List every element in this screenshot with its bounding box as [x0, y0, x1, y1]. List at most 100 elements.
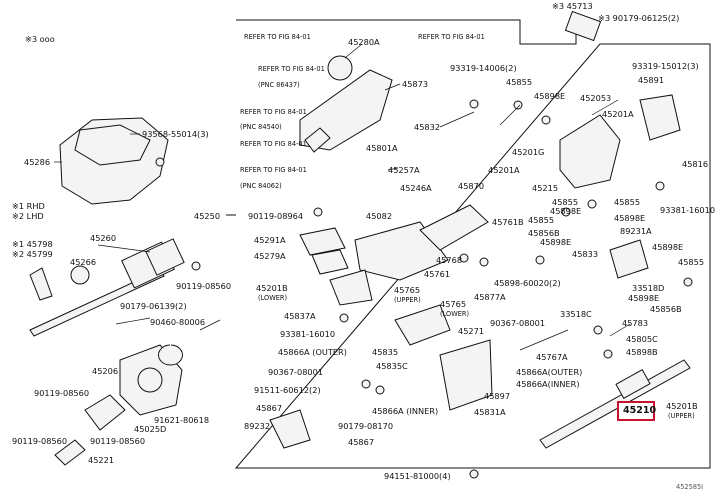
part-label-91511-60612[interactable]: 91511-60612(2)	[254, 385, 321, 395]
part-label-45210[interactable]: 45210	[623, 405, 657, 416]
intermediate-shaft-drawing	[29, 238, 185, 337]
part-label-45286[interactable]: 45286	[24, 157, 51, 167]
refer-fig-note: REFER TO FIG 84-01	[240, 108, 307, 116]
part-label-45082[interactable]: 45082	[366, 211, 393, 221]
part-label-45873[interactable]: 45873	[402, 79, 429, 89]
part-label-45897[interactable]: 45897	[484, 391, 511, 401]
part-label-45291a[interactable]: 45291A	[254, 235, 286, 245]
part-label-45855[interactable]: 45855	[506, 77, 533, 87]
part-label-45280a[interactable]: 45280A	[348, 37, 380, 47]
part-label-45891[interactable]: 45891	[638, 75, 665, 85]
part-label-45025d[interactable]: 45025D	[134, 424, 167, 434]
part-label-45266[interactable]: 45266	[70, 257, 97, 267]
part-label-45866a-outer[interactable]: 45866A (OUTER)	[278, 347, 347, 357]
part-label-45833[interactable]: 45833	[572, 249, 599, 259]
part-label-90119-08560[interactable]: 90119-08560	[176, 281, 232, 291]
part-label-45816[interactable]: 45816	[682, 159, 709, 169]
part-label-90179-08170[interactable]: 90179-08170	[338, 421, 394, 431]
part-label-45870[interactable]: 45870	[458, 181, 485, 191]
part-label-45898-60020[interactable]: 45898-60020(2)	[494, 278, 561, 288]
part-label-33518d[interactable]: 33518D	[632, 283, 665, 293]
part-label-45767[interactable]: 45867	[348, 437, 375, 447]
part-label-45215[interactable]: 45215	[532, 183, 559, 193]
part-label-45257a[interactable]: 45257A	[388, 165, 420, 175]
part-label-45260[interactable]: 45260	[90, 233, 117, 243]
part-label-45201a[interactable]: 45201A	[488, 165, 520, 175]
part-label-45866a-inner[interactable]: 45866A(INNER)	[516, 379, 580, 389]
part-label-94151-81000[interactable]: 94151-81000(4)	[384, 471, 451, 481]
highlighted-part-box[interactable]: 45210	[617, 401, 657, 421]
part-label-45201b[interactable]: 45201B	[666, 401, 698, 411]
pnc-note: (PNC 84062)	[240, 182, 282, 190]
refer-fig-note: REFER TO FIG 84-01	[418, 33, 485, 41]
part-label-45713[interactable]: ※3 45713	[552, 1, 593, 11]
part-label-93381-16010[interactable]: 93381-16010	[660, 205, 716, 215]
part-label-45877a[interactable]: 45877A	[474, 292, 506, 302]
part-label-45250[interactable]: 45250	[194, 211, 221, 221]
part-label-45271[interactable]: 45271	[458, 326, 485, 336]
part-label-45765[interactable]: 45765	[394, 285, 421, 295]
part-label-45279a[interactable]: 45279A	[254, 251, 286, 261]
part-label-93568-55014[interactable]: 93568-55014(3)	[142, 129, 209, 139]
part-label-45761b[interactable]: 45761B	[492, 217, 524, 227]
part-label-45831a[interactable]: 45831A	[474, 407, 506, 417]
part-label-93319-14006[interactable]: 93319-14006(2)	[450, 63, 517, 73]
part-label-33518c[interactable]: 33518C	[560, 309, 592, 319]
part-label-93381-16010[interactable]: 93381-16010	[280, 329, 336, 339]
part-label-89231a[interactable]: 89231A	[620, 226, 652, 236]
part-label-45898e[interactable]: 45898E	[614, 213, 646, 223]
part-label-45799[interactable]: ※2 45799	[12, 249, 53, 259]
part-label-45805c[interactable]: 45805C	[626, 334, 658, 344]
part-label-45866a-outer[interactable]: 45866A(OUTER)	[516, 367, 583, 377]
part-label-90119-08560[interactable]: 90119-08560	[12, 436, 68, 446]
part-label-45783[interactable]: 45783	[622, 318, 649, 328]
part-label-93319-15012[interactable]: 93319-15012(3)	[632, 61, 699, 71]
part-label-45768[interactable]: 45768	[436, 255, 463, 265]
part-label-45767a[interactable]: 45767A	[536, 352, 568, 362]
part-label-45798[interactable]: ※1 45798	[12, 239, 53, 249]
part-label-45867[interactable]: 45867	[256, 403, 283, 413]
part-label-45201a[interactable]: 45201A	[602, 109, 634, 119]
part-label-45898e[interactable]: 45898E	[534, 91, 566, 101]
part-label-45898e[interactable]: 45898E	[652, 242, 684, 252]
part-label-90179-06125[interactable]: ※3 90179-06125(2)	[598, 13, 680, 23]
part-label-45835c[interactable]: 45835C	[376, 361, 408, 371]
part-label-45837a[interactable]: 45837A	[284, 311, 316, 321]
part-label-45855[interactable]: 45855	[528, 215, 555, 225]
part-label-90460-80006[interactable]: 90460-80006	[150, 317, 206, 327]
part-label-45898e[interactable]: 45898E	[628, 293, 660, 303]
part-label-45801a[interactable]: 45801A	[366, 143, 398, 153]
part-label-45898e[interactable]: 45898E	[550, 206, 582, 216]
part-label-45201b[interactable]: 45201B	[256, 283, 288, 293]
catalog-code: 452585I	[676, 483, 704, 491]
part-label-90119-08964[interactable]: 90119-08964	[248, 211, 304, 221]
part-label-90367-08001[interactable]: 90367-08001	[268, 367, 324, 377]
part-label-45206[interactable]: 45206	[92, 366, 119, 376]
part-label-45201g[interactable]: 45201G	[512, 147, 545, 157]
lower-column-drawing	[269, 304, 569, 449]
part-label-45855[interactable]: 45855	[552, 197, 579, 207]
part-label-89232[interactable]: 89232	[244, 421, 271, 431]
part-label-45246a[interactable]: 45246A	[400, 183, 432, 193]
part-label-45898b[interactable]: 45898B	[626, 347, 658, 357]
part-label-45761[interactable]: 45761	[424, 269, 451, 279]
part-label-45856b[interactable]: 45856B	[650, 304, 682, 314]
part-label-45765[interactable]: 45765	[440, 299, 467, 309]
part-label-45205[interactable]: 452053	[580, 93, 612, 103]
note-lhd: ※2 LHD	[12, 211, 44, 221]
note-rhd: ※1 RHD	[12, 201, 45, 211]
part-label-45898e[interactable]: 45898E	[540, 237, 572, 247]
part-label-90119-08560[interactable]: 90119-08560	[90, 436, 146, 446]
part-label-90367-08001[interactable]: 90367-08001	[490, 318, 546, 328]
part-label-90179-06139[interactable]: 90179-06139(2)	[120, 301, 187, 311]
part-label-45855[interactable]: 45855	[614, 197, 641, 207]
part-label-45866a-inner[interactable]: 45866A (INNER)	[372, 406, 439, 416]
part-label-90119-08560[interactable]: 90119-08560	[34, 388, 90, 398]
part-label-45832[interactable]: 45832	[414, 122, 441, 132]
part-label-45835[interactable]: 45835	[372, 347, 399, 357]
part-label-45855[interactable]: 45855	[678, 257, 705, 267]
part-label-45221[interactable]: 45221	[88, 455, 115, 465]
part-label-91621-80618[interactable]: 91621-80618	[154, 415, 210, 425]
boot-bracket-drawing	[29, 267, 183, 466]
part-label-45856b[interactable]: 45856B	[528, 228, 560, 238]
